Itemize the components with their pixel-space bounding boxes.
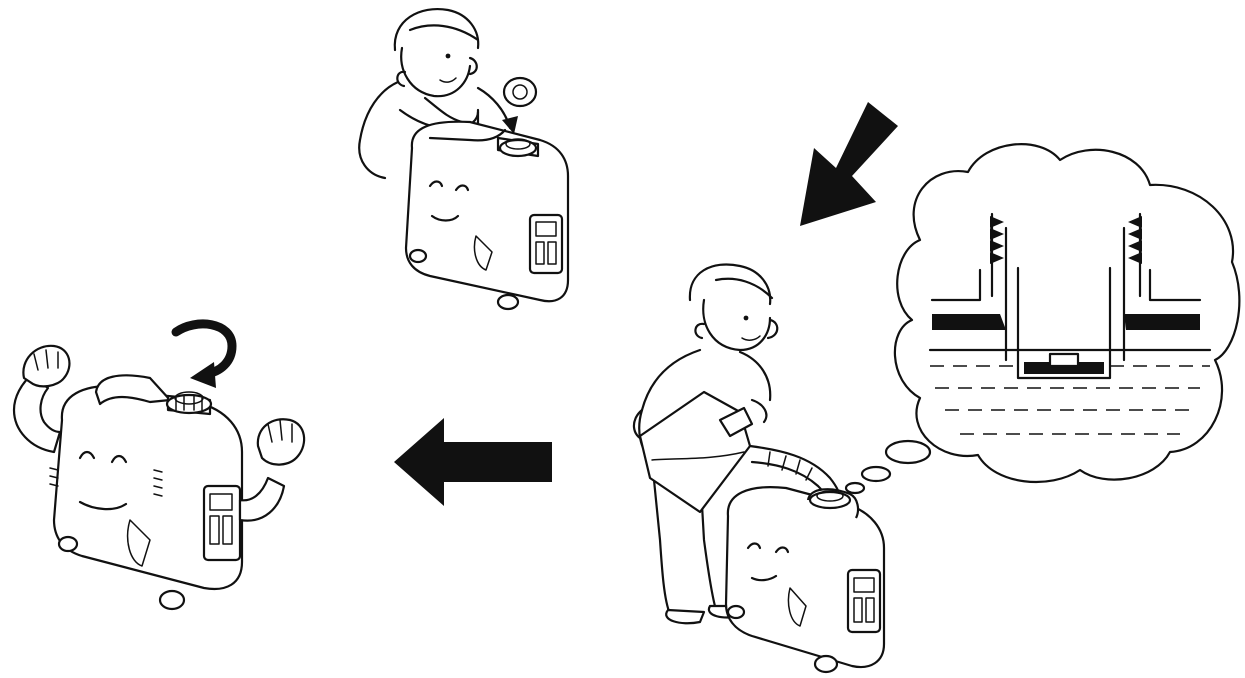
generator-1 [404,120,570,311]
fuel-can [638,390,842,514]
generator-arms [12,344,306,522]
step-remove-cap [358,7,570,311]
tighten-arrow-icon [171,319,237,379]
step-fill-fuel [632,263,886,674]
down-left-arrow [800,102,898,226]
step-close-cap [12,319,306,611]
fuel-level-inset [844,143,1241,495]
generator-3 [49,374,244,611]
left-arrow [394,418,552,506]
generator-2 [724,486,886,674]
